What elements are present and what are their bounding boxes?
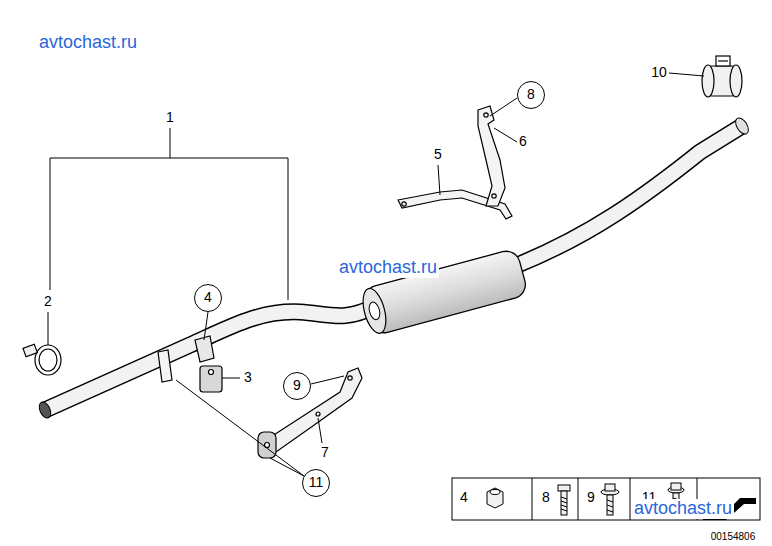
diagram-number: 00154806 [711,531,756,542]
table-cell-number: 4 [460,490,468,505]
nut-icon [487,488,503,508]
watermark: avtochast.ru [337,258,439,278]
callout-number: 9 [293,378,301,393]
callout-circle: 9 [283,372,311,400]
callout-circle: 4 [194,284,222,312]
muffler-bracket [398,106,512,219]
rear-pipe [515,116,751,266]
callout-number: 2 [44,294,52,309]
rear-bracket [258,368,362,458]
table-cell-number: 8 [542,490,550,505]
callout-circle: 11 [302,469,330,497]
table-cell-number: 9 [587,490,595,505]
callout-number: 8 [527,87,535,102]
watermark: avtochast.ru [632,499,734,519]
pipe-clamp [702,56,742,97]
callout-number: 6 [519,134,527,149]
leader-line [48,73,704,476]
callout-circle: 8 [517,81,545,109]
pipe-clamp [23,344,61,375]
pipe-hanger [158,336,222,392]
bolt-icon [558,485,570,515]
parts-table [452,478,760,520]
callout-number: 11 [309,475,324,490]
watermark: avtochast.ru [37,33,139,53]
callout-number: 5 [434,147,442,162]
callout-number: 4 [204,290,212,305]
callout-number: 7 [321,445,329,460]
callout-number: 3 [244,370,252,385]
callout-number: 10 [651,65,667,80]
bolt-icon [601,484,619,515]
callout-number: 1 [166,110,174,125]
